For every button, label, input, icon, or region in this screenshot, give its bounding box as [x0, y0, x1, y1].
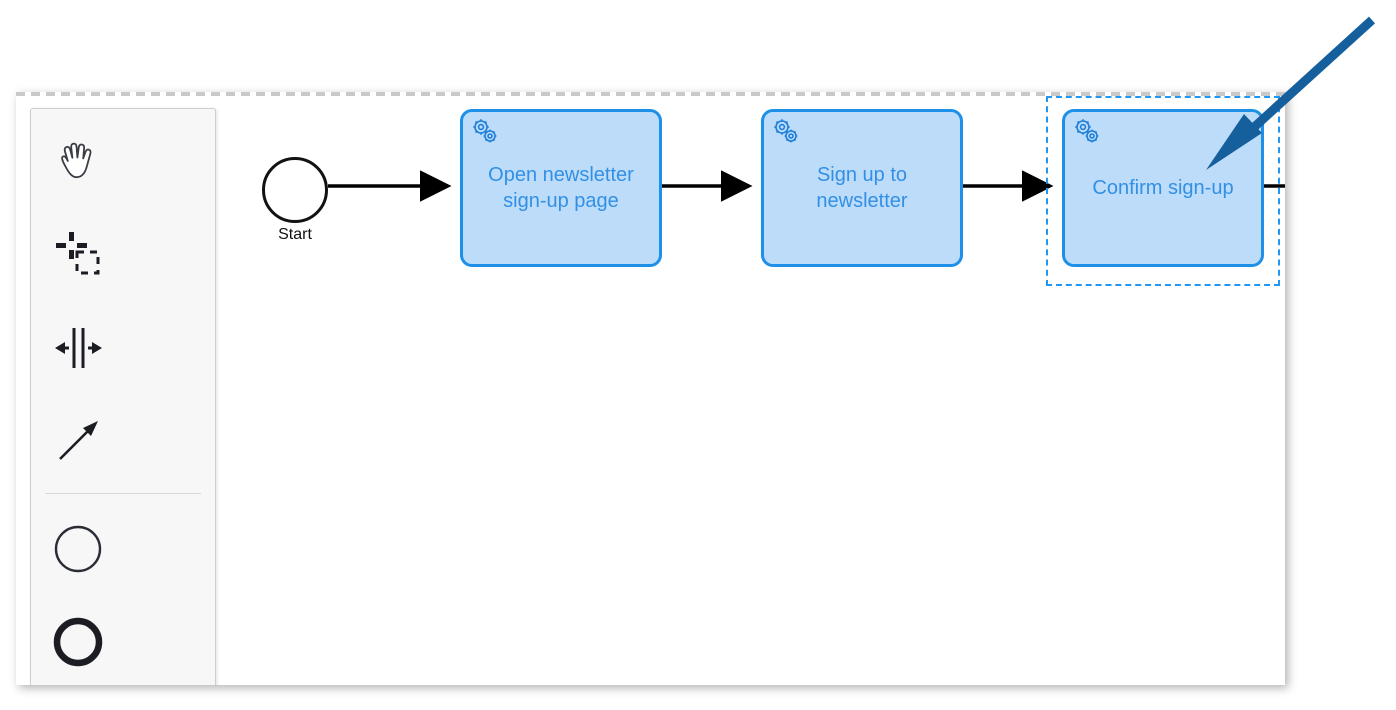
palette-item-create-end-event[interactable] — [31, 595, 124, 685]
palette-group-tools — [31, 115, 215, 487]
task-label: Sign up to newsletter — [816, 164, 908, 212]
start-event-label: Start — [278, 226, 312, 243]
start-event[interactable] — [262, 157, 328, 223]
modeler-canvas-panel: Start Open newsletter sign-up page — [16, 92, 1285, 685]
connect-arrow-icon — [58, 420, 98, 460]
space-tool-icon — [54, 327, 102, 368]
hand-icon — [60, 142, 91, 178]
lasso-icon — [55, 231, 99, 274]
task-label: Confirm sign-up — [1092, 177, 1234, 199]
palette-item-lasso-tool[interactable] — [31, 208, 124, 301]
service-task-gears-icon — [1075, 119, 1099, 143]
start-event-icon — [54, 525, 101, 572]
palette-item-create-start-event[interactable] — [31, 502, 124, 595]
task-sign-up-to-newsletter[interactable]: Sign up to newsletter — [761, 109, 963, 267]
palette-item-global-connect-tool[interactable] — [31, 394, 124, 487]
task-label: Open newsletter sign-up page — [488, 164, 634, 212]
palette-divider — [45, 493, 201, 494]
end-event-icon — [53, 617, 102, 666]
canvas-top-dashed-edge — [16, 92, 1285, 96]
service-task-gears-icon — [473, 119, 497, 143]
palette-group-elements — [31, 502, 215, 685]
task-confirm-sign-up[interactable]: Confirm sign-up — [1062, 109, 1264, 267]
palette-item-space-tool[interactable] — [31, 301, 124, 394]
palette-item-hand-tool[interactable] — [31, 115, 124, 208]
task-open-newsletter-sign-up-page[interactable]: Open newsletter sign-up page — [460, 109, 662, 267]
bpmn-palette[interactable] — [30, 108, 216, 685]
service-task-gears-icon — [774, 119, 798, 143]
diagram-canvas[interactable]: Start Open newsletter sign-up page — [16, 96, 1285, 685]
